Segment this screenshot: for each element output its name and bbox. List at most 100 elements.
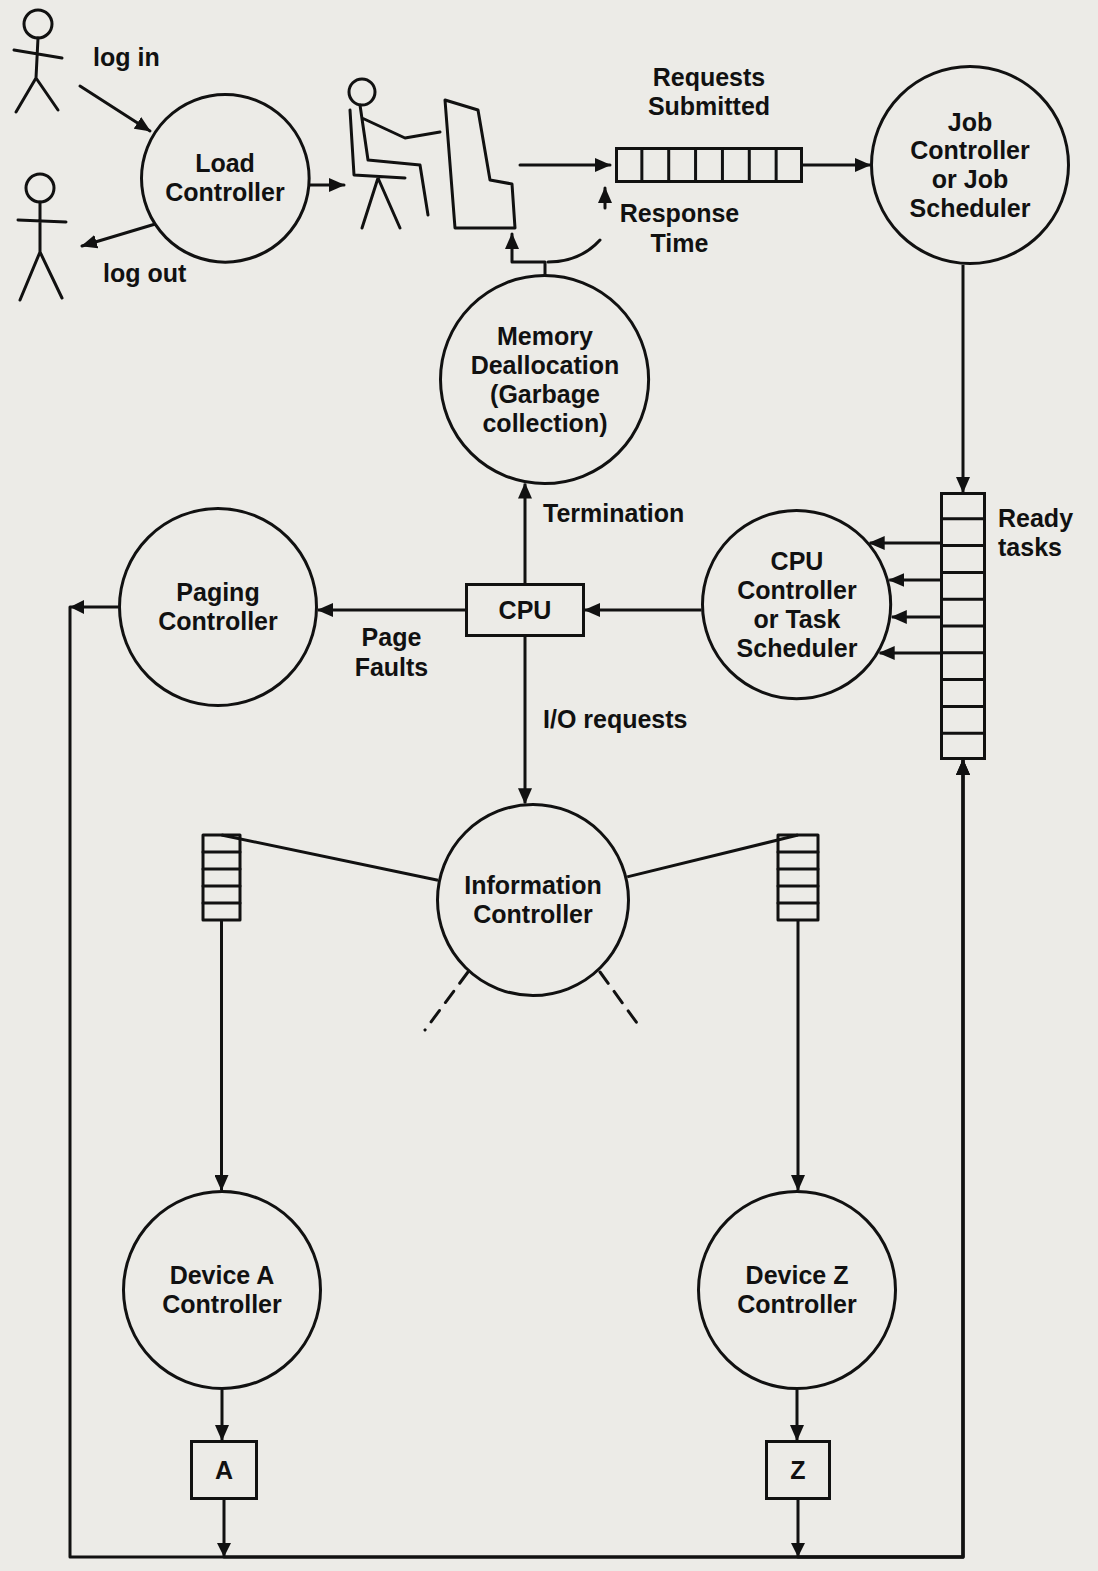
- stick-figure-body: [18, 202, 66, 300]
- circle-border: [441, 276, 649, 484]
- connector: [627, 835, 798, 1190]
- connector-line: [892, 616, 940, 619]
- circle-border: [703, 511, 891, 699]
- stick-figure-body: [14, 38, 62, 112]
- label-group: Ready tasks: [998, 504, 1086, 562]
- logout-arrow: [82, 222, 162, 246]
- label-group: Requests Submitted: [609, 63, 809, 121]
- queue-outline: [940, 492, 986, 760]
- controller-circle: Job Controller or Job Scheduler: [870, 65, 1070, 265]
- connector-line: [222, 835, 439, 880]
- login-arrow: [80, 86, 150, 131]
- response-pointer: [604, 188, 607, 208]
- stick-figure-head: [24, 10, 52, 38]
- node-label: A: [215, 1456, 233, 1485]
- chair: [350, 110, 405, 228]
- connector-line: [803, 164, 870, 167]
- connector: [217, 760, 963, 1557]
- arrowhead: [791, 1543, 805, 1557]
- queue-cells: [778, 852, 818, 903]
- queue-cells: [203, 852, 240, 903]
- label-group: Z: [790, 1456, 805, 1485]
- connector-line: [797, 920, 800, 1190]
- node-label: Load Controller: [150, 149, 300, 207]
- edge-label: I/O requests: [543, 704, 688, 734]
- connector: [585, 610, 702, 611]
- node-label: CPU: [499, 596, 552, 625]
- node-label: Device A Controller: [142, 1261, 302, 1319]
- annotation-label: Response Time: [612, 198, 747, 258]
- label-group: Memory Deallocation(Garbage collection): [462, 322, 627, 437]
- edge-label: Page Faults: [321, 622, 461, 682]
- connector: [318, 610, 465, 611]
- arrowhead: [70, 600, 84, 614]
- connector-line: [70, 607, 963, 1557]
- label-group: Device A Controller: [142, 1261, 302, 1319]
- queue-outline: [615, 147, 803, 183]
- node-label: Memory Deallocation: [462, 322, 627, 380]
- arrowhead: [217, 1543, 231, 1557]
- node-label: Device Z Controller: [717, 1261, 877, 1319]
- controller-circle: Load Controller: [140, 93, 311, 264]
- node-label: Information Controller: [448, 871, 618, 929]
- connector-line: [962, 265, 965, 492]
- label-group: Device Z Controller: [717, 1261, 877, 1319]
- edge-label: Termination: [543, 498, 684, 528]
- stick-figure-head: [26, 174, 54, 202]
- queue-cells: [642, 147, 776, 183]
- node-label: Requests Submitted: [609, 63, 809, 121]
- connector: [70, 600, 963, 1557]
- response-pointer: [548, 240, 600, 262]
- device-queue: [203, 835, 240, 920]
- process-box: CPU: [465, 583, 585, 637]
- connector-line: [889, 579, 940, 582]
- connector: [525, 637, 526, 803]
- queue-node: Requests Submitted: [615, 147, 803, 183]
- connector: [222, 1390, 223, 1440]
- connector: [797, 1390, 798, 1440]
- process-box: Z: [765, 1440, 831, 1500]
- node-label: (Garbage collection): [462, 380, 627, 438]
- connector-line: [870, 542, 940, 545]
- label-group: Paging Controller: [143, 578, 293, 636]
- connector-line: [880, 652, 940, 655]
- terminal-arrow: [306, 184, 344, 187]
- connector-line: [524, 484, 527, 583]
- label-group: A: [215, 1456, 233, 1485]
- connector-line: [798, 760, 963, 1557]
- queue-border: [617, 149, 802, 182]
- controller-circle: Memory Deallocation(Garbage collection): [439, 274, 650, 485]
- circle-border: [124, 1192, 321, 1389]
- controller-circle: CPU Controller or Task Scheduler: [701, 509, 892, 700]
- connector-line: [627, 835, 798, 877]
- process-box: A: [190, 1440, 258, 1500]
- queue-node: Ready tasks: [940, 492, 986, 760]
- node-label: Job Controller or Job Scheduler: [895, 108, 1045, 223]
- label-group: CPU: [499, 596, 552, 625]
- connector: [791, 760, 963, 1557]
- label-group: CPU Controller or Task Scheduler: [727, 547, 867, 662]
- user-head: [349, 79, 375, 105]
- connector: [525, 484, 526, 583]
- node-label: CPU Controller or Task Scheduler: [727, 547, 867, 662]
- terminal: [445, 100, 515, 228]
- connector-line: [220, 920, 223, 1190]
- connector-line: [585, 609, 702, 612]
- connector: [222, 835, 439, 1190]
- circle-border: [120, 509, 317, 706]
- circle-border: [141, 94, 309, 262]
- device-queue: [778, 835, 818, 920]
- response-arrow: [512, 234, 545, 281]
- label-group: Information Controller: [448, 871, 618, 929]
- node-label: Paging Controller: [143, 578, 293, 636]
- controller-circle: Device A Controller: [122, 1190, 322, 1390]
- circle-border: [872, 67, 1069, 264]
- connector-line: [524, 637, 527, 803]
- annotation-label: log in: [93, 42, 160, 72]
- connector: [803, 165, 870, 166]
- connector-line: [318, 609, 465, 612]
- controller-circle: Paging Controller: [118, 507, 318, 707]
- circle-border: [699, 1192, 896, 1389]
- annotation-label: log out: [103, 258, 186, 288]
